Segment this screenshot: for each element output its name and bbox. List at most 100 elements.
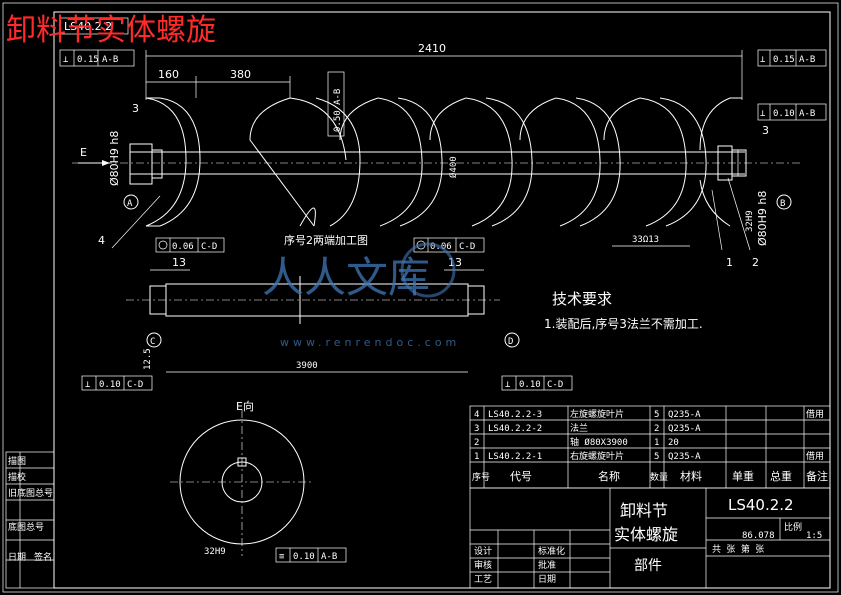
- scale-label: 比例: [784, 521, 802, 533]
- dim-380: 380: [230, 68, 251, 81]
- dim-overall: 2410: [418, 42, 446, 55]
- datum-b-circle: [776, 194, 792, 210]
- tol-right: ⊥ 0.10 A-B: [757, 103, 827, 121]
- svg-text:Q235-A: Q235-A: [668, 424, 701, 434]
- detail-left-end: [149, 285, 167, 315]
- bom-rows: 4 LS40.2.2-3 左旋螺旋叶片 5 Q235-A 借用 3 LS40.2…: [472, 408, 828, 483]
- screw-flights: [145, 97, 742, 227]
- svg-text:⊥: ⊥: [760, 55, 766, 65]
- svg-text:2: 2: [474, 438, 479, 448]
- svg-text:Q235-A: Q235-A: [668, 410, 701, 420]
- e-arrow-head: [102, 160, 110, 166]
- tol-top-left: ⊥ 0.15 A-B: [59, 49, 135, 67]
- section-dim: 32H9: [204, 547, 226, 557]
- datum-c-circle: [146, 332, 162, 348]
- part-name-1: 卸料节: [620, 501, 668, 520]
- svg-text:数量: 数量: [650, 471, 668, 483]
- detail-right-end: [467, 285, 485, 315]
- inner-border: [53, 11, 831, 589]
- watermark-en: www.renrendoc.com: [280, 336, 460, 349]
- svg-text:Q235-A: Q235-A: [668, 452, 701, 462]
- section-title: E向: [236, 399, 254, 413]
- sheet-count: 共 张 第 张: [712, 543, 764, 555]
- part-name-2: 实体螺旋: [614, 525, 678, 544]
- side-label-5: 日期: [8, 552, 26, 563]
- bom-table: [469, 405, 831, 489]
- svg-text:1: 1: [474, 452, 479, 462]
- drawing-no: LS40.2.2: [728, 496, 794, 514]
- svg-text:4: 4: [474, 410, 479, 420]
- tol-050: 0.50 A-B: [327, 71, 345, 137]
- svg-text:0.10: 0.10: [99, 380, 121, 390]
- left-hub: [151, 149, 163, 179]
- svg-text:材料: 材料: [680, 469, 702, 483]
- tb-check: 审核: [474, 559, 492, 571]
- stamp-code: LS40.2.2: [64, 20, 112, 33]
- svg-text:借用: 借用: [806, 408, 824, 420]
- svg-text:总重: 总重: [770, 469, 792, 483]
- dim-160: 160: [158, 68, 179, 81]
- svg-text:A-B: A-B: [799, 109, 815, 119]
- datum-c: C: [150, 337, 155, 347]
- leader-4: [111, 195, 161, 249]
- balloon-2: 2: [752, 256, 759, 269]
- side-label-1: 描图: [8, 455, 26, 467]
- svg-text:0.15: 0.15: [77, 55, 99, 65]
- svg-text:右旋螺旋叶片: 右旋螺旋叶片: [570, 450, 624, 462]
- dim-diam-right: Ø80H9 h8: [756, 191, 769, 246]
- svg-text:0.10: 0.10: [519, 380, 541, 390]
- datum-d-circle: [504, 332, 520, 348]
- svg-text:左旋螺旋叶片: 左旋螺旋叶片: [570, 408, 624, 420]
- weight-value: 86.078: [742, 531, 775, 541]
- tb-date: 日期: [538, 574, 556, 585]
- balloon-3-right: 3: [762, 124, 769, 137]
- svg-text:序号: 序号: [472, 471, 490, 483]
- svg-text:LS40.2.2-1: LS40.2.2-1: [488, 452, 542, 462]
- balloon-1: 1: [726, 256, 733, 269]
- overlay-title: 卸料节实体螺旋: [6, 13, 216, 48]
- svg-text:A-B: A-B: [102, 55, 118, 65]
- left-flange: [129, 143, 153, 185]
- svg-text:3: 3: [474, 424, 479, 434]
- svg-text:2: 2: [654, 424, 659, 434]
- svg-text:法兰: 法兰: [570, 422, 588, 434]
- right-hub: [731, 149, 747, 177]
- tb-approve: 批准: [538, 559, 556, 571]
- svg-text:C-D: C-D: [459, 242, 475, 252]
- dim-pitch: 3ЗΩ13: [632, 235, 659, 245]
- stamp-box: [59, 17, 129, 35]
- svg-text:1: 1: [654, 438, 659, 448]
- svg-text:C-D: C-D: [201, 242, 217, 252]
- balloon-4: 4: [98, 234, 105, 247]
- tol-bottom-right: ⊥ 0.10 C-D: [501, 375, 573, 391]
- tech-heading: 技术要求: [552, 290, 612, 308]
- svg-text:5: 5: [654, 410, 659, 420]
- watermark: 人人文库 www.renrendoc.com: [262, 242, 460, 349]
- datum-b: B: [780, 199, 785, 209]
- side-table: [5, 451, 55, 589]
- svg-text:0.06: 0.06: [172, 242, 194, 252]
- svg-text:≡: ≡: [279, 552, 285, 562]
- svg-text:0.10: 0.10: [773, 109, 795, 119]
- svg-text:C-D: C-D: [547, 380, 563, 390]
- svg-text:名称: 名称: [598, 469, 620, 483]
- svg-text:代号: 代号: [510, 470, 532, 483]
- e-arrow-label: E: [80, 146, 87, 159]
- balloon-3-left: 3: [132, 102, 139, 115]
- tol-top-right: ⊥ 0.15 A-B: [757, 49, 827, 67]
- svg-text:LS40.2.2-3: LS40.2.2-3: [488, 410, 542, 420]
- datum-a: A: [127, 199, 133, 209]
- leader-1: [711, 189, 723, 251]
- side-label-2: 描校: [8, 471, 26, 483]
- tb-process: 工艺: [474, 574, 492, 585]
- svg-text:0.50 A-B: 0.50 A-B: [333, 89, 343, 132]
- svg-text:⊥: ⊥: [63, 55, 69, 65]
- svg-text:⊥: ⊥: [505, 380, 511, 390]
- svg-text:借用: 借用: [806, 450, 824, 462]
- tol-bottom-left: ⊥ 0.10 C-D: [81, 375, 153, 391]
- svg-text:LS40.2.2-2: LS40.2.2-2: [488, 424, 542, 434]
- title-block: [469, 487, 831, 589]
- watermark-cn: 人人文库: [262, 253, 430, 302]
